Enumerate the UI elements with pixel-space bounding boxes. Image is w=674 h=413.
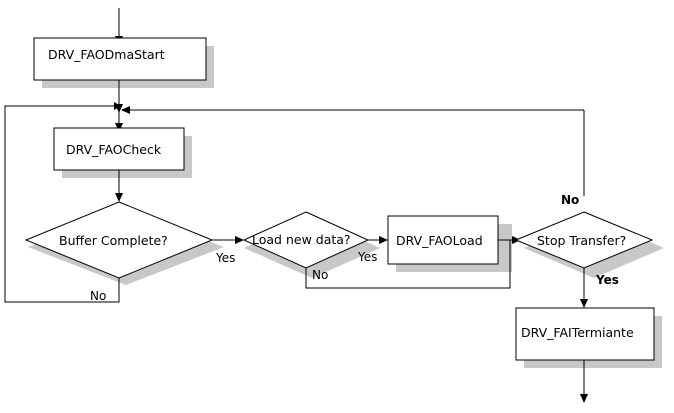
edge-label-load-yes: Yes xyxy=(357,250,377,264)
node-load-new-data: Load new data? xyxy=(242,211,370,269)
node-load-new-data-label: Load new data? xyxy=(252,232,351,247)
edge-label-buffer-no: No xyxy=(90,289,106,303)
node-buffer-complete-label: Buffer Complete? xyxy=(59,233,168,248)
node-check-label: DRV_FAOCheck xyxy=(66,142,162,157)
node-stop-transfer: Stop Transfer? xyxy=(514,211,654,269)
node-load: DRV_FAOLoad xyxy=(387,215,499,265)
edge-label-stop-no: No xyxy=(561,193,579,207)
node-check: DRV_FAOCheck xyxy=(53,127,185,171)
node-load-label: DRV_FAOLoad xyxy=(396,233,483,248)
node-terminate: DRV_FAITermiante xyxy=(515,307,655,361)
node-buffer-complete: Buffer Complete? xyxy=(24,201,214,279)
node-stop-transfer-label: Stop Transfer? xyxy=(537,233,626,248)
node-dma-start-label: DRV_FAODmaStart xyxy=(48,47,165,62)
node-terminate-label: DRV_FAITermiante xyxy=(521,325,634,340)
edge-label-load-no: No xyxy=(312,268,328,282)
edge-label-buffer-yes: Yes xyxy=(215,251,235,265)
edge-label-stop-yes: Yes xyxy=(595,273,619,287)
node-dma-start: DRV_FAODmaStart xyxy=(33,37,207,81)
